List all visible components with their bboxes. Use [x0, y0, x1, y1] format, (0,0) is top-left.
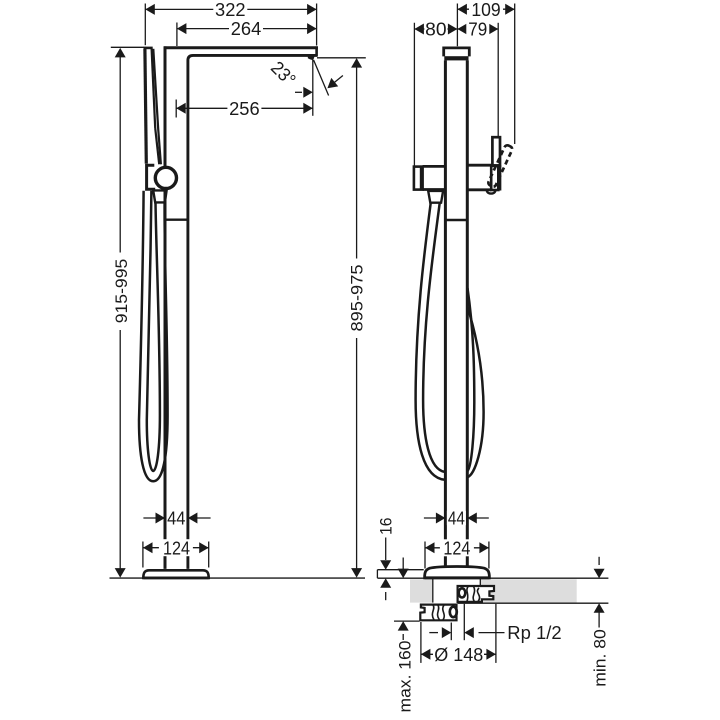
svg-text:109: 109: [471, 0, 500, 20]
svg-text:23°: 23°: [267, 57, 300, 90]
svg-text:79: 79: [468, 19, 487, 40]
svg-text:44: 44: [448, 508, 465, 529]
svg-text:256: 256: [229, 98, 260, 119]
svg-text:895-975: 895-975: [347, 265, 366, 332]
svg-text:124: 124: [163, 537, 190, 558]
svg-text:min. 80: min. 80: [591, 629, 610, 687]
svg-text:max. 160: max. 160: [395, 641, 414, 713]
svg-text:80: 80: [425, 19, 446, 40]
svg-text:915-995: 915-995: [112, 259, 131, 324]
svg-text:124: 124: [443, 537, 470, 558]
svg-text:16: 16: [377, 518, 396, 536]
svg-text:44: 44: [167, 508, 185, 529]
svg-text:Rp 1/2: Rp 1/2: [507, 622, 561, 643]
svg-text:264: 264: [231, 18, 262, 39]
svg-text:322: 322: [215, 0, 246, 20]
svg-text:Ø 148: Ø 148: [434, 644, 483, 665]
